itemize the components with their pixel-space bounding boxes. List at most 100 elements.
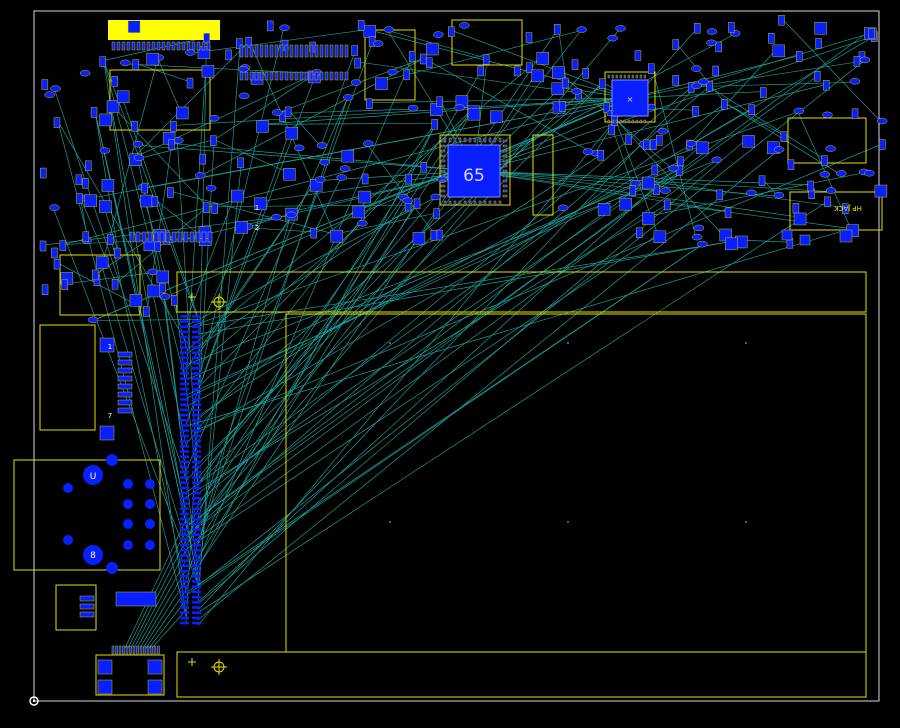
pad <box>643 139 650 151</box>
highlighted-connector[interactable] <box>108 20 220 40</box>
pad <box>249 71 254 81</box>
pad <box>166 41 171 51</box>
pad <box>493 137 497 143</box>
pad <box>151 196 159 207</box>
pad <box>773 146 785 153</box>
pad <box>264 44 269 58</box>
connector-pin <box>192 372 201 375</box>
pad <box>236 38 243 49</box>
pad <box>691 233 703 241</box>
main-chip-label: 65 <box>463 166 485 186</box>
usb-outline <box>95 654 165 696</box>
pad <box>99 337 115 353</box>
pad <box>115 591 157 607</box>
pad <box>502 139 508 143</box>
pad <box>691 82 702 89</box>
pad <box>363 25 377 38</box>
pad <box>629 185 637 197</box>
pad <box>672 75 679 86</box>
pad <box>159 282 166 294</box>
connector-pin <box>192 346 201 349</box>
pad <box>259 71 264 81</box>
pad <box>207 231 213 243</box>
board-outline <box>33 10 880 702</box>
pad <box>284 71 289 81</box>
connector-pin <box>192 523 201 526</box>
connector-pin <box>180 403 189 406</box>
pad <box>799 234 811 246</box>
connector-pin <box>180 616 189 620</box>
pad <box>864 170 875 177</box>
pad <box>159 231 165 243</box>
pad <box>631 74 634 79</box>
pad <box>643 119 646 124</box>
pad <box>825 145 836 152</box>
pad <box>116 90 130 103</box>
pad <box>99 147 111 154</box>
pad <box>334 71 339 81</box>
pad <box>147 268 158 276</box>
pad <box>205 185 217 192</box>
ic-outline-u5 <box>532 134 554 216</box>
pad <box>711 156 722 164</box>
connector-pin <box>180 476 189 479</box>
bga-chip[interactable]: × <box>611 79 649 117</box>
pad <box>97 679 113 695</box>
connector-pin-1-label: 1 <box>108 343 112 351</box>
pad <box>514 65 521 77</box>
fiducial-star-icon <box>188 293 196 666</box>
connector-pin <box>180 543 189 547</box>
pad <box>502 149 508 153</box>
pad <box>203 202 210 213</box>
pad <box>118 645 122 655</box>
pad <box>324 71 329 81</box>
pad <box>879 139 886 150</box>
pad <box>316 142 328 149</box>
pad <box>459 22 470 29</box>
pad <box>177 231 183 243</box>
pad <box>133 154 145 161</box>
pad <box>111 645 115 655</box>
pad <box>559 101 567 112</box>
connector-pin <box>192 413 201 417</box>
connector-pin <box>180 564 189 568</box>
pad <box>211 203 218 214</box>
connector-pin <box>180 398 189 401</box>
pad <box>642 212 655 225</box>
jack-pad <box>123 519 133 529</box>
pad <box>111 76 118 87</box>
jack-pad <box>145 479 155 489</box>
pad <box>53 258 61 270</box>
pad <box>132 140 144 148</box>
pad <box>352 205 365 219</box>
pad <box>235 221 248 234</box>
pad <box>111 41 116 51</box>
pad <box>165 231 171 243</box>
pad <box>82 231 90 242</box>
pad <box>195 231 201 243</box>
pad <box>760 87 767 98</box>
pad <box>171 41 176 51</box>
pad <box>256 120 269 133</box>
pad <box>274 71 279 81</box>
pad <box>706 39 717 47</box>
pad <box>203 32 210 44</box>
pad <box>146 645 150 655</box>
pad <box>502 164 508 168</box>
pad <box>526 62 533 73</box>
pad <box>787 159 795 170</box>
connector-pin <box>180 351 189 354</box>
main-chip[interactable]: 65 <box>447 144 501 198</box>
pad <box>634 50 642 61</box>
jack-pad <box>63 535 73 545</box>
pad <box>468 137 472 143</box>
pad <box>772 44 785 58</box>
pad <box>440 174 446 178</box>
display-marker-dots <box>389 342 747 523</box>
lcd-connector-pins <box>180 315 201 625</box>
pad <box>453 137 457 143</box>
pad <box>706 80 713 92</box>
pad <box>99 200 112 213</box>
connector-pin <box>180 497 189 500</box>
